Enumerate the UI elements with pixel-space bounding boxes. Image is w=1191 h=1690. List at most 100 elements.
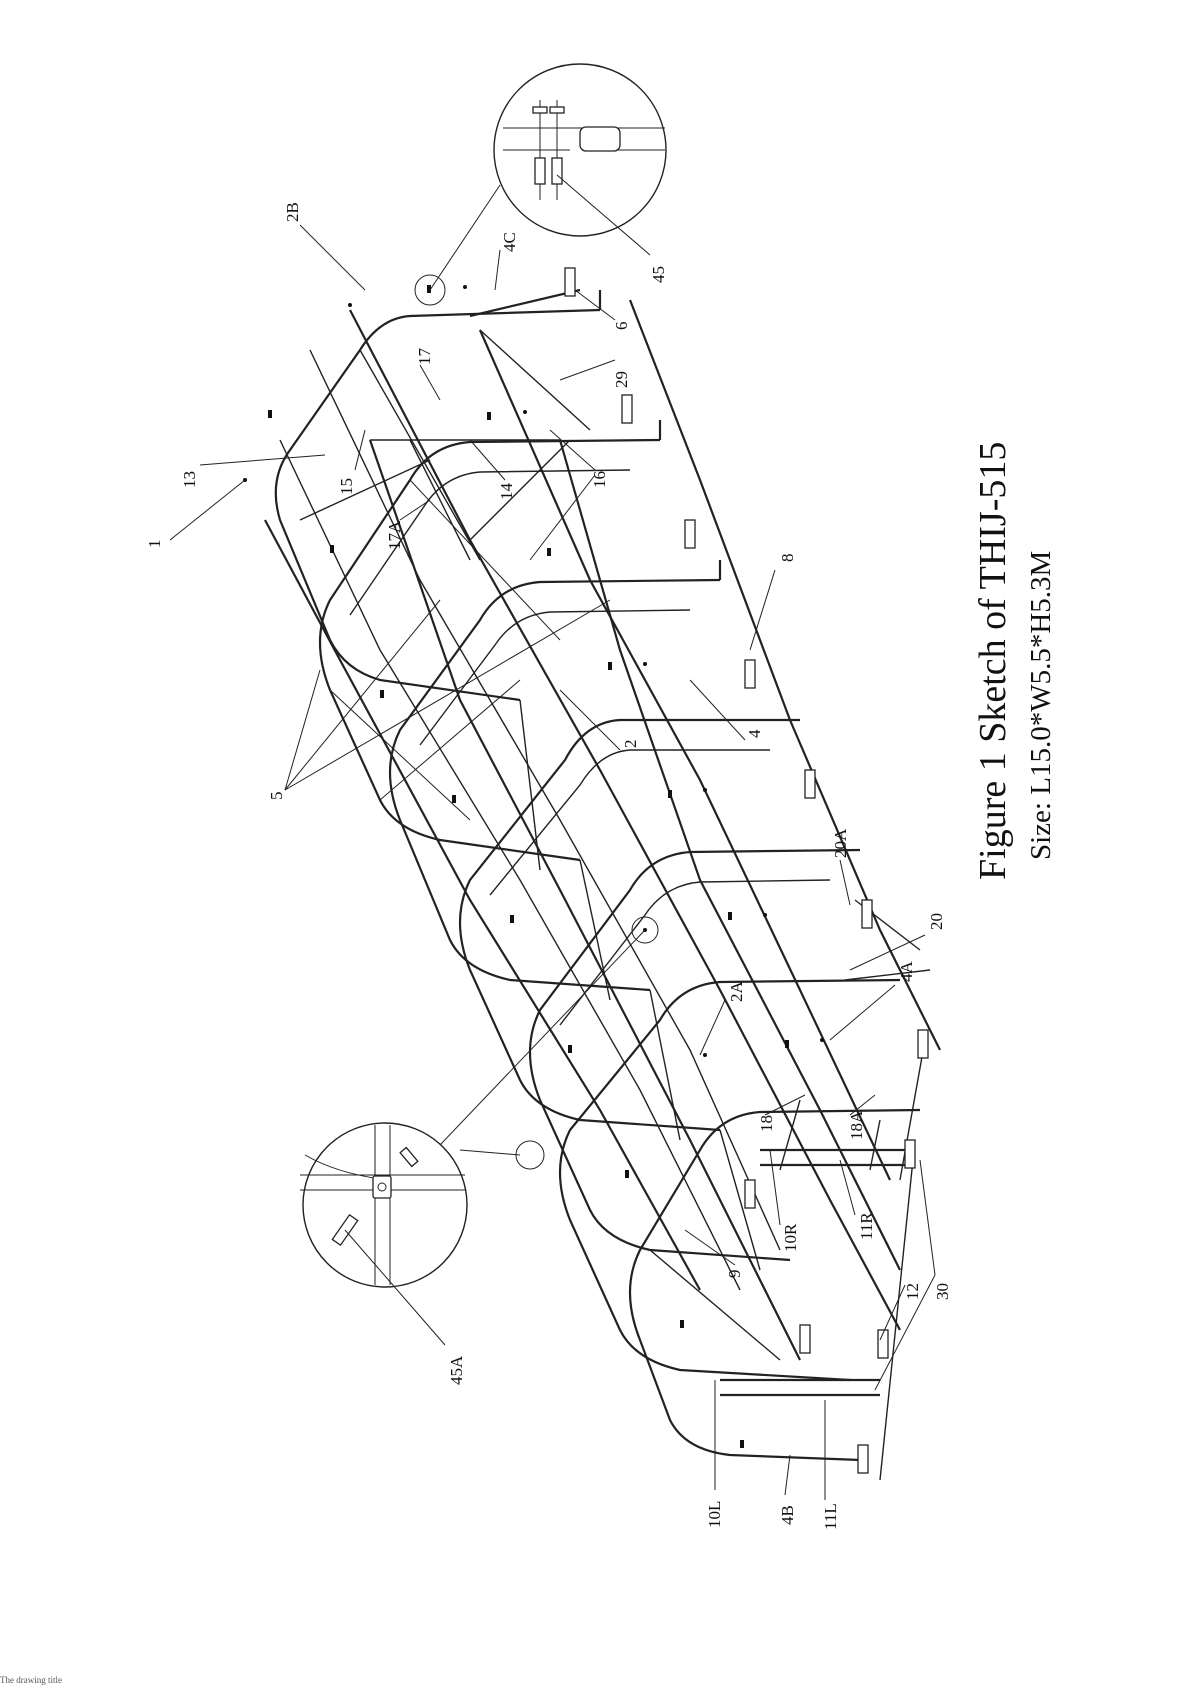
- frame-structure: [243, 268, 940, 1480]
- label-45A: 45A: [447, 1355, 466, 1385]
- label-17A: 17A: [385, 520, 404, 550]
- detail-clamp: [373, 1176, 391, 1198]
- arch-3-inner: [420, 610, 690, 745]
- side-post-1: [520, 700, 540, 870]
- leader-11R: [840, 1160, 855, 1215]
- leader-4B: [785, 1455, 790, 1495]
- leader-2: [560, 690, 620, 750]
- arch-2: [320, 440, 660, 860]
- leader-20A: [840, 860, 850, 905]
- joint-marker: [568, 1045, 572, 1053]
- upper-purlin-2: [280, 440, 740, 1290]
- leader-16b: [530, 475, 595, 560]
- label-20: 20: [927, 913, 946, 930]
- base-plate-far-2: [800, 1325, 810, 1353]
- leader-5a: [285, 670, 320, 790]
- base-plate-near-3: [685, 520, 695, 548]
- door-brace-20: [845, 970, 930, 980]
- leader-16a: [550, 430, 595, 470]
- door-header-18A: [870, 1120, 880, 1170]
- label-6: 6: [612, 322, 631, 331]
- footer-fragment: The drawing title: [0, 1675, 62, 1685]
- callout-leaders: [170, 225, 935, 1500]
- base-plate-near-2: [622, 395, 632, 423]
- joint-dot: [820, 1038, 824, 1042]
- end-brace-16: [470, 440, 570, 540]
- joint-dot: [348, 303, 352, 307]
- joint-marker: [330, 545, 334, 553]
- label-4A: 4A: [897, 961, 916, 983]
- label-9: 9: [725, 1270, 744, 1279]
- leader-17: [420, 365, 440, 400]
- end-post-14: [410, 440, 470, 560]
- leader-4C: [495, 250, 500, 290]
- joint-dot: [463, 285, 467, 289]
- label-1: 1: [145, 540, 164, 549]
- leader-17A: [400, 500, 430, 520]
- joint-marker: [452, 795, 456, 803]
- detail-tube-end: [580, 127, 620, 151]
- base-plate-near-5: [805, 770, 815, 798]
- near-ground-rail: [630, 300, 940, 1050]
- label-11L: 11L: [821, 1503, 840, 1530]
- base-plate-4A: [918, 1030, 928, 1058]
- door-brace-9: [650, 1250, 780, 1360]
- detail-target-45A: [516, 1141, 544, 1169]
- leader-14: [470, 440, 505, 480]
- leader-9: [685, 1230, 735, 1265]
- detail-bolt: [535, 158, 545, 184]
- label-2B: 2B: [283, 202, 302, 222]
- label-4: 4: [745, 729, 764, 738]
- detail-bolt-head: [550, 107, 564, 113]
- base-plate-6: [565, 268, 575, 296]
- joint-dot: [703, 1053, 707, 1057]
- base-plate-4B: [858, 1445, 868, 1473]
- joint-marker: [785, 1040, 789, 1048]
- leader-4A: [830, 985, 895, 1040]
- joint-marker: [740, 1440, 744, 1448]
- joint-marker: [668, 790, 672, 798]
- leader-13: [200, 455, 325, 465]
- figure-size: Size: L15.0*W5.5*H5.3M: [1025, 551, 1057, 860]
- detail-pin-45A-top: [400, 1148, 418, 1167]
- detail-leader-45: [430, 185, 500, 290]
- leader-30b: [920, 1160, 935, 1275]
- detail-bolt: [552, 158, 562, 184]
- label-14: 14: [497, 483, 516, 501]
- joint-dot: [643, 662, 647, 666]
- joint-marker: [380, 690, 384, 698]
- leader-8: [750, 570, 775, 650]
- label-45: 45: [649, 266, 668, 283]
- joint-marker: [625, 1170, 629, 1178]
- label-4C: 4C: [500, 232, 519, 252]
- detail-view-45A: [300, 930, 645, 1345]
- joint-marker: [487, 412, 491, 420]
- arch-2B: [276, 310, 600, 700]
- detail-circle-45A: [303, 1123, 467, 1287]
- joint-marker: [728, 912, 732, 920]
- joint-marker: [608, 662, 612, 670]
- figure-title: Figure 1 Sketch of THIJ-515: [972, 442, 1014, 880]
- leader-15: [355, 430, 365, 470]
- leader-6: [575, 290, 615, 320]
- joint-dot: [763, 913, 767, 917]
- ground-bar-30: [880, 1140, 915, 1480]
- end-brace-17A: [300, 460, 430, 520]
- detail-view-45: [430, 64, 666, 290]
- joint-marker: [680, 1320, 684, 1328]
- label-12: 12: [903, 1283, 922, 1300]
- base-plate-12: [905, 1140, 915, 1168]
- wind-brace-5c: [410, 480, 560, 640]
- detail-leader-45A: [440, 930, 645, 1145]
- joint-marker: [547, 548, 551, 556]
- label-2A: 2A: [727, 981, 746, 1003]
- label-4B: 4B: [778, 1505, 797, 1525]
- detail-leader-45A-b: [460, 1150, 520, 1155]
- label-18: 18: [757, 1115, 776, 1132]
- base-plate-8: [745, 660, 755, 688]
- label-18A: 18A: [847, 1110, 866, 1140]
- base-plate-far-1: [745, 1180, 755, 1208]
- leader-2B: [300, 225, 365, 290]
